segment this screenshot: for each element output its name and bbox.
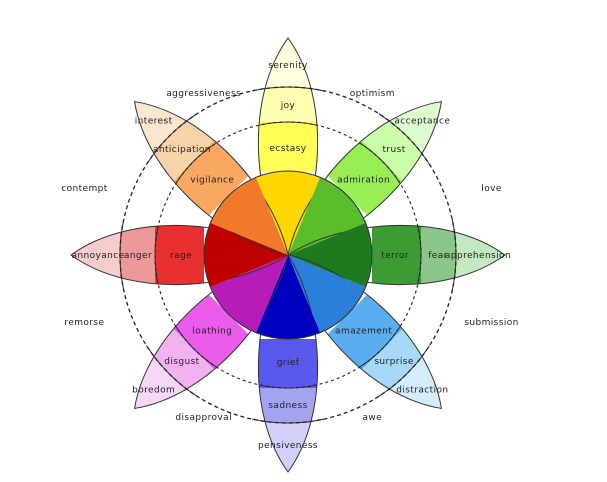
trust-outer-label: acceptance — [394, 117, 450, 127]
sadness-middle-band — [258, 339, 318, 388]
petal-anger — [70, 219, 289, 291]
sadness-inner-sector — [255, 255, 321, 339]
joy-inner-sector — [255, 171, 321, 255]
disgust-middle-label: disgust — [164, 357, 199, 367]
joy-inner-label: ecstasy — [269, 144, 306, 154]
surprise-outer-label: distraction — [396, 385, 448, 395]
anger-inner-sector — [204, 222, 288, 288]
sadness-outer-label: pensiveness — [258, 441, 318, 451]
sadness-outer-fill — [258, 388, 318, 423]
joy-tip-band — [258, 38, 318, 87]
trust-inner-label: admiration — [337, 175, 390, 185]
joy-middle-band — [258, 122, 318, 171]
surprise-inner-label: amazement — [335, 327, 392, 337]
trust-middle-label: trust — [382, 145, 405, 155]
surprise-inner-sector — [288, 255, 366, 333]
petal-sadness — [252, 254, 324, 473]
sadness-inner-label: grief — [277, 358, 300, 368]
fear-outer-fill — [421, 225, 456, 285]
trust-inner-sector — [288, 177, 366, 255]
joy-outer-fill — [258, 87, 318, 122]
joy-outer-label: serenity — [268, 61, 308, 71]
fear-outer-label: apprehension — [445, 251, 511, 261]
dyad-disapproval: disapproval — [175, 413, 232, 423]
core-circle — [203, 170, 373, 340]
anger-inner-label: rage — [170, 251, 192, 261]
dyad-contempt: contempt — [61, 184, 108, 194]
fear-tip-band — [456, 225, 505, 285]
anger-outer-label: annoyance — [71, 251, 124, 261]
joy-middle-label: joy — [280, 101, 296, 111]
anticipation-middle-label: anticipation — [153, 145, 211, 155]
disgust-outer-label: boredom — [132, 385, 175, 395]
dyad-submission: submission — [464, 318, 518, 328]
dyad-optimism: optimism — [350, 89, 395, 99]
fear-inner-sector — [288, 222, 372, 288]
dyad-remorse: remorse — [64, 318, 104, 328]
fear-inner-label: terror — [381, 251, 409, 261]
anger-outer-fill — [120, 225, 155, 285]
anticipation-outer-label: interest — [135, 117, 173, 127]
anger-middle-band — [155, 225, 204, 285]
disgust-inner-sector — [210, 255, 288, 333]
fear-middle-label: fear — [428, 251, 448, 261]
anticipation-inner-label: vigilance — [190, 175, 234, 185]
dyad-love: love — [481, 184, 502, 194]
disgust-inner-label: loathing — [192, 327, 232, 337]
outer-dashed-circle — [119, 86, 457, 424]
dyad-aggressiveness: aggressiveness — [166, 89, 241, 99]
labels-layer: serenity joy ecstasy acceptance trust admirat… — [71, 61, 511, 451]
sadness-middle-label: sadness — [268, 401, 307, 411]
surprise-middle-label: surprise — [374, 357, 413, 367]
inner-dashed-circle — [154, 121, 422, 389]
anger-tip-band — [71, 225, 120, 285]
anger-middle-label: anger — [124, 251, 152, 261]
dyad-awe: awe — [363, 413, 383, 423]
fear-middle-band — [372, 225, 421, 285]
dyads-layer: optimism love submission awe disapproval remo… — [61, 89, 518, 423]
anticipation-inner-sector — [210, 177, 288, 255]
